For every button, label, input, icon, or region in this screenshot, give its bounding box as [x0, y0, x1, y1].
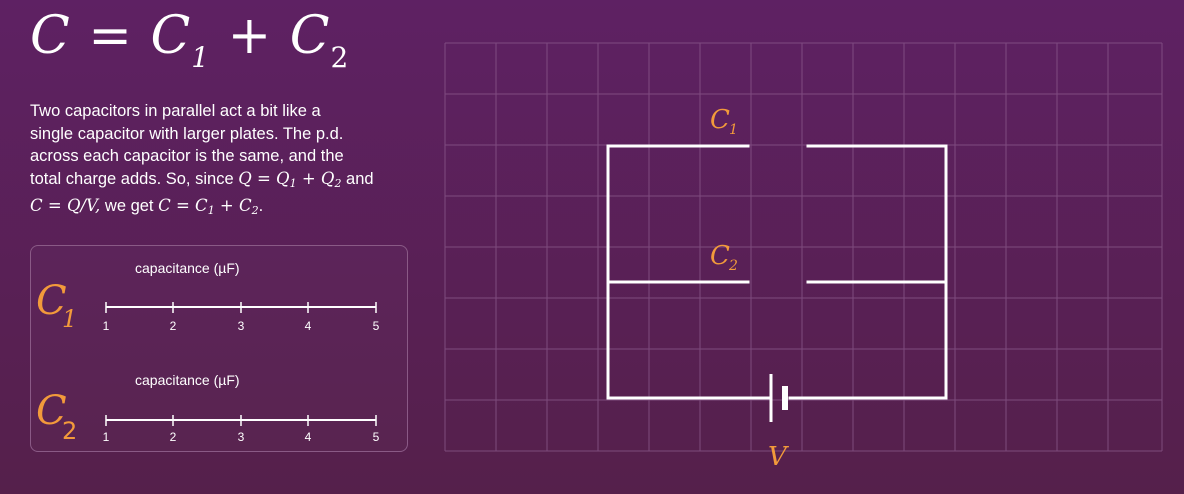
circuit-c1-label: C [710, 105, 730, 135]
slider-c2-tick: 5 [373, 430, 380, 444]
circuit-grid [444, 42, 1163, 452]
circuit-c2-sub: 2 [728, 258, 738, 274]
slider-c1-track[interactable] [105, 302, 377, 313]
slider-c2-tick: 2 [170, 430, 177, 444]
slider-c2-tick: 4 [305, 430, 312, 444]
circuit-c2-label: C [710, 241, 730, 271]
slider-c1-tick: 5 [373, 319, 380, 333]
slider-c1-title: capacitance (µF) [135, 260, 240, 276]
slider-panel [30, 245, 408, 452]
description: Two capacitors in parallel act a bit lik… [30, 102, 374, 217]
slider-c1-tick: 2 [170, 319, 177, 333]
slider-c1-tick: 1 [103, 319, 110, 333]
circuit-wires [606, 144, 948, 400]
slider-c1-tick: 4 [305, 319, 312, 333]
formula-title: C = C1 + C2 [30, 6, 350, 74]
slider-c2-title: capacitance (µF) [135, 372, 240, 388]
slider-c1-name: C [36, 278, 67, 324]
slider-c2-track[interactable] [105, 415, 377, 426]
slider-c2-sub: 2 [62, 417, 77, 445]
slider-c2-name: C [36, 388, 67, 434]
slider-c1-tick: 3 [238, 319, 245, 333]
battery-label: V [768, 442, 789, 472]
slider-c2-tick: 1 [103, 430, 110, 444]
battery-symbol [769, 374, 788, 422]
circuit-c1-sub: 1 [729, 122, 738, 138]
slider-c2-tick: 3 [238, 430, 245, 444]
slider-c1-sub: 1 [62, 305, 77, 333]
